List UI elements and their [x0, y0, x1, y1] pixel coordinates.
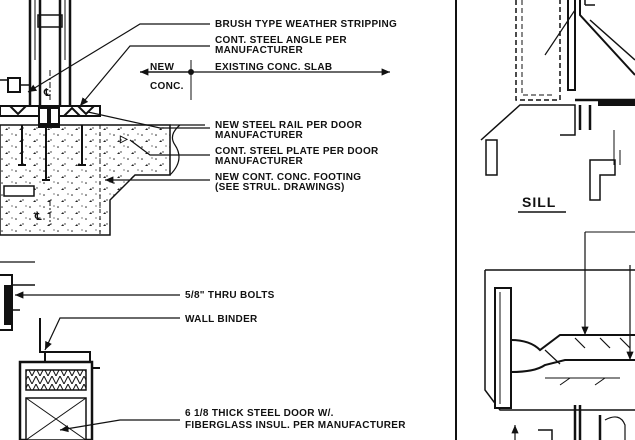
- label-new: NEW: [150, 62, 174, 73]
- label-steel-rail-line2: MANUFACTURER: [215, 130, 304, 141]
- head-detail: [484, 231, 635, 440]
- threshold-detail: ℄ ℄ ▷: [0, 0, 390, 236]
- centerline-mark-top: ℄: [43, 88, 51, 99]
- label-wall-binder: WALL BINDER: [185, 314, 258, 325]
- label-steel-door-line1: 6 1/8 THICK STEEL DOOR W/.: [185, 408, 334, 419]
- label-footing-line1: NEW CONT. CONC. FOOTING: [215, 172, 361, 183]
- label-conc: CONC.: [150, 81, 184, 92]
- label-steel-angle-line1: CONT. STEEL ANGLE PER: [215, 35, 347, 46]
- upper-labels: BRUSH TYPE WEATHER STRIPPING CONT. STEEL…: [150, 19, 397, 193]
- label-steel-rail-line1: NEW STEEL RAIL PER DOOR: [215, 120, 363, 131]
- label-footing-line2: (SEE STRUL. DRAWINGS): [215, 182, 345, 193]
- label-steel-plate-line2: MANUFACTURER: [215, 156, 304, 167]
- label-steel-door-line2: FIBERGLASS INSUL. PER MANUFACTURER: [185, 420, 406, 431]
- label-steel-angle-line2: MANUFACTURER: [215, 45, 304, 56]
- label-brush-weather-stripping: BRUSH TYPE WEATHER STRIPPING: [215, 19, 397, 30]
- door-jamb-detail: [0, 261, 180, 440]
- hatch-mark-1: ▷: [119, 134, 129, 145]
- label-thru-bolts: 5/8" THRU BOLTS: [185, 290, 275, 301]
- label-steel-plate-line1: CONT. STEEL PLATE PER DOOR: [215, 146, 379, 157]
- label-existing-slab: EXISTING CONC. SLAB: [215, 62, 332, 73]
- lower-labels: 5/8" THRU BOLTS WALL BINDER 6 1/8 THICK …: [185, 290, 406, 431]
- sill-detail: SILL: [480, 0, 635, 213]
- centerline-mark-bottom: ℄: [34, 212, 42, 223]
- sill-title: SILL: [522, 194, 556, 210]
